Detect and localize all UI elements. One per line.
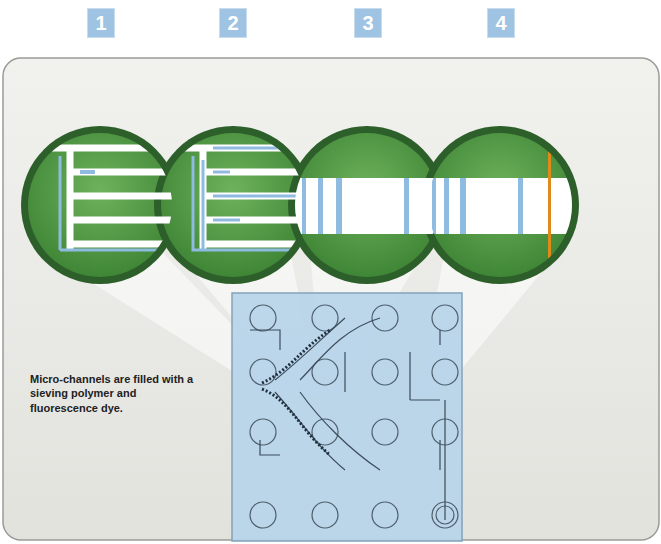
chip-well <box>432 305 458 331</box>
chip-well <box>250 502 276 528</box>
channel-view-2 <box>153 148 313 250</box>
chip-well <box>432 359 458 385</box>
chip-well <box>250 419 276 445</box>
chip-well <box>372 419 398 445</box>
chip-well <box>312 502 338 528</box>
panel <box>3 58 659 540</box>
channel-view-1 <box>20 148 180 250</box>
callout-number: 4 <box>487 8 515 38</box>
chip-well <box>372 502 398 528</box>
chip-well <box>250 305 276 331</box>
callout-number: 1 <box>87 8 115 38</box>
callout-number: 2 <box>219 8 247 38</box>
chip-well <box>372 359 398 385</box>
note-text: Micro-channels are filled with a sieving… <box>30 372 205 415</box>
microfluidic-chip <box>232 293 462 541</box>
callout-number: 3 <box>354 8 382 38</box>
detection-view-4 <box>423 134 583 278</box>
separation-view-3 <box>290 178 450 234</box>
chip-well <box>372 305 398 331</box>
